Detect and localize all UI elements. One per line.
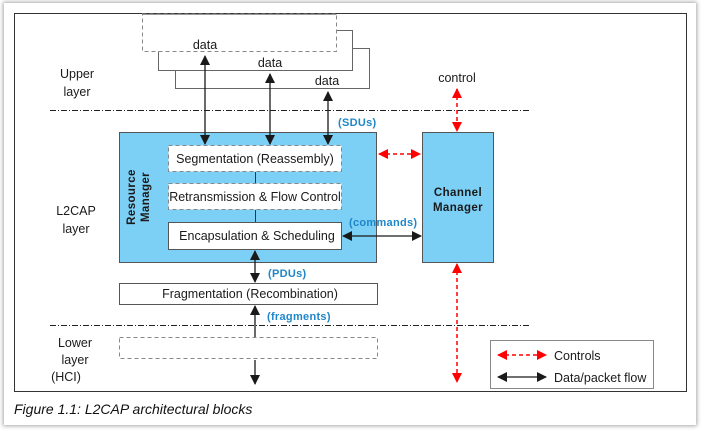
upper-data-boxes: data data data [142, 13, 370, 89]
fragments-label: (fragments) [267, 311, 331, 323]
encapsulation-label: Encapsulation & Scheduling [179, 229, 335, 243]
upper-layer-label-1: Upper [60, 67, 94, 81]
channel-manager-label-2: Manager [433, 202, 483, 214]
data-label-2: data [258, 56, 282, 70]
data-box-1 [142, 13, 337, 52]
resource-manager-label-2: Manager [140, 172, 152, 222]
upper-layer-label-2: layer [63, 85, 90, 99]
legend-data-label: Data/packet flow [554, 371, 647, 385]
segmentation-label: Segmentation (Reassembly) [176, 152, 334, 166]
lower-layer-label-3: (HCI) [51, 370, 81, 384]
diagram-frame [14, 13, 687, 392]
figure-caption: Figure 1.1: L2CAP architectural blocks [14, 401, 253, 417]
fragmentation-label: Fragmentation (Recombination) [162, 287, 338, 301]
commands-label: (commands) [349, 217, 417, 229]
fragmentation-block [119, 283, 378, 305]
resource-manager-label-1: Resource [126, 169, 138, 225]
l2cap-layer-label-1: L2CAP [56, 204, 96, 218]
retransmission-block [168, 183, 342, 210]
sdus-label: (SDUs) [338, 117, 377, 129]
encapsulation-block [168, 222, 342, 250]
legend: Controls Data/packet flow [490, 340, 654, 389]
data-label-1: data [193, 38, 217, 52]
lower-layer-label-2: layer [61, 353, 88, 367]
retransmission-label: Retransmission & Flow Control [169, 190, 341, 204]
l2cap-layer-label-2: layer [62, 222, 89, 236]
control-label: control [438, 71, 476, 85]
channel-manager-label-1: Channel [434, 187, 482, 199]
legend-controls-label: Controls [554, 349, 601, 363]
pdus-label: (PDUs) [268, 268, 307, 280]
lower-layer-box [119, 337, 378, 359]
channel-manager-block [422, 132, 494, 263]
lower-layer-label-1: Lower [58, 336, 92, 350]
data-label-3: data [315, 74, 339, 88]
segmentation-block [168, 145, 342, 172]
